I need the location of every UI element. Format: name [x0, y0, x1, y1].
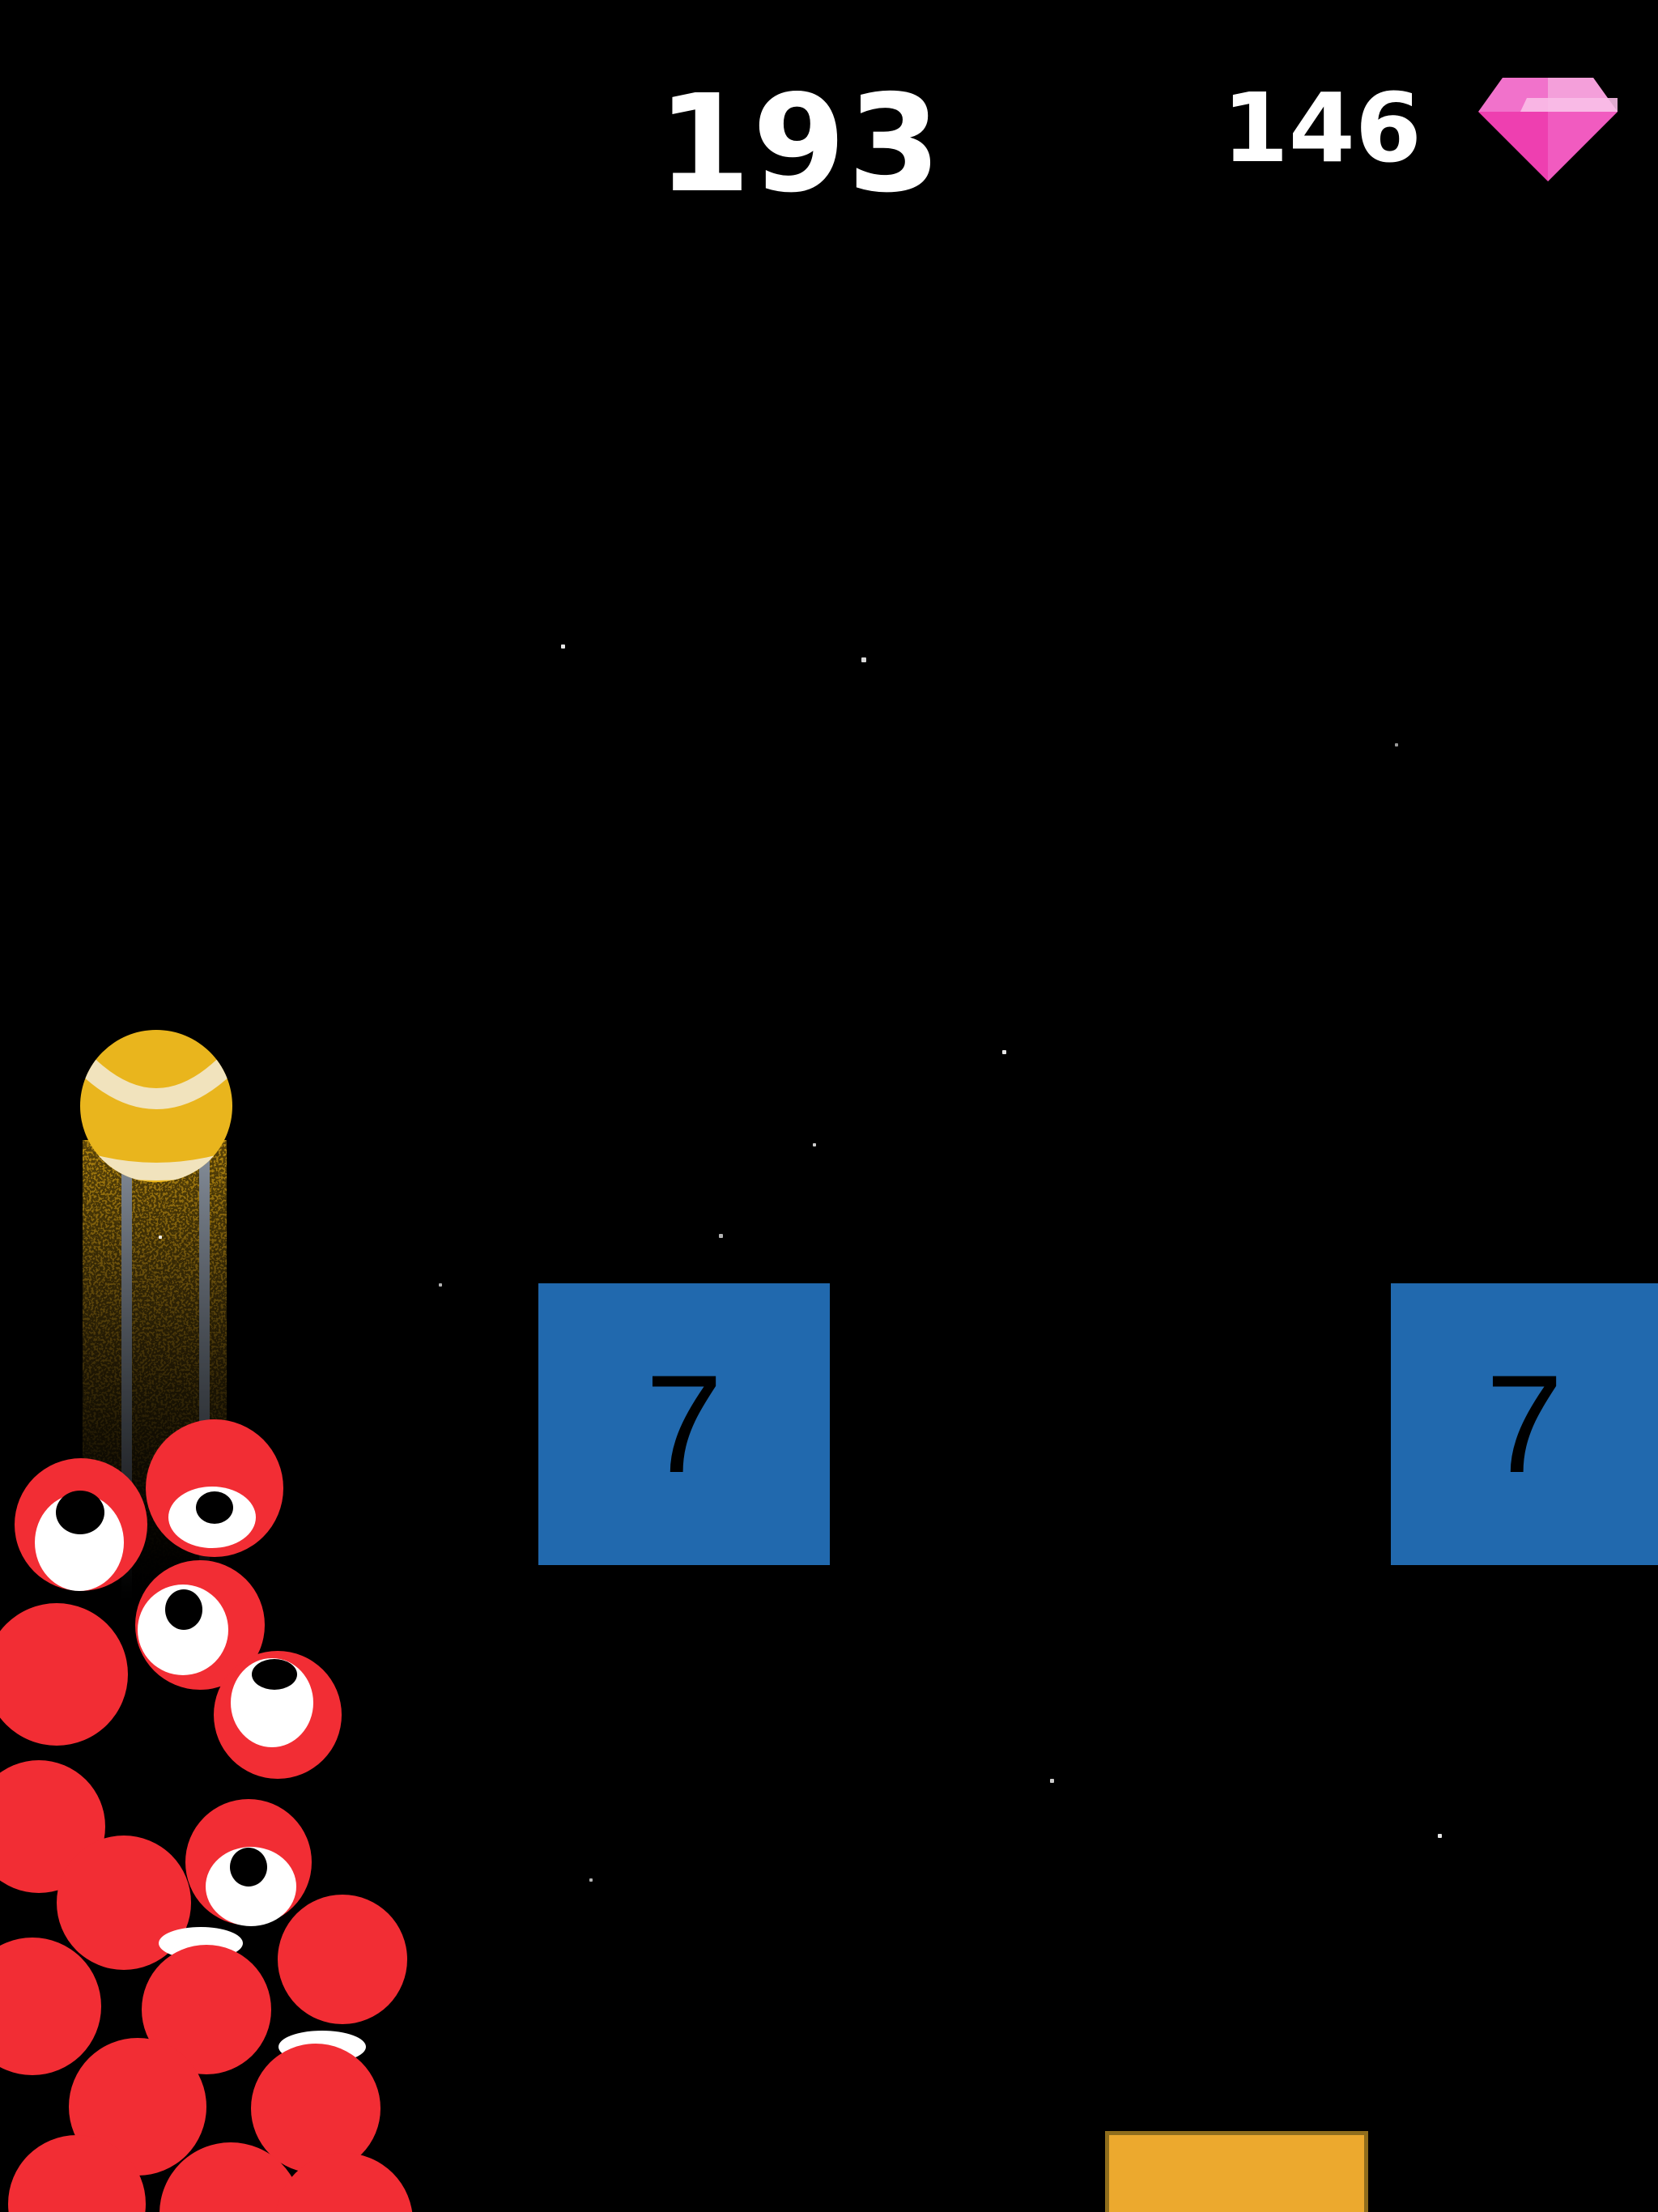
star [1395, 743, 1398, 747]
gem-count: 146 [1222, 72, 1422, 184]
star [439, 1283, 442, 1287]
star [861, 657, 866, 662]
gem-counter: 146 [1222, 63, 1618, 193]
number-block-left: 7 [538, 1283, 830, 1565]
score-display: 193 [657, 66, 943, 223]
player-ball [80, 1030, 232, 1182]
star [813, 1143, 816, 1146]
star [589, 1878, 593, 1882]
number-block-right: 7 [1391, 1283, 1658, 1565]
star [159, 1236, 162, 1239]
star [1438, 1834, 1442, 1838]
gem-icon [1478, 78, 1618, 181]
star [719, 1234, 723, 1238]
block-value: 7 [1486, 1346, 1563, 1502]
launcher-platform [1105, 2131, 1368, 2212]
star [1002, 1050, 1006, 1054]
block-value: 7 [645, 1346, 723, 1502]
star [561, 644, 565, 649]
star [1050, 1779, 1054, 1783]
ball-stripe-top [80, 1036, 232, 1109]
